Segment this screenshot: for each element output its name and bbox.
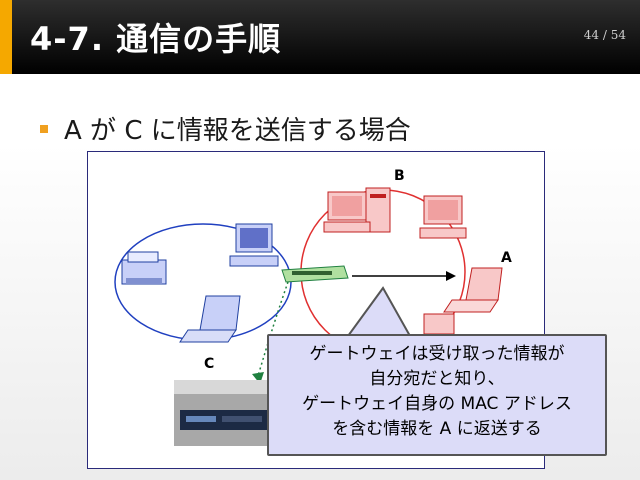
node-label-a: A — [501, 250, 512, 266]
gateway-router-icon — [281, 265, 349, 283]
laptop-a-icon — [443, 267, 503, 313]
network-diagram-graphic: B A C — [114, 168, 512, 446]
slide-header: 4-7. 通信の手順 44 / 54 — [0, 0, 640, 74]
header-accent-bar — [0, 0, 12, 74]
laptop-c-icon — [179, 295, 241, 343]
transfer-arrow-head — [446, 271, 456, 281]
callout-box: ゲートウェイは受け取った情報が 自分宛だと知り、 ゲートウェイ自身の MAC ア… — [267, 334, 607, 456]
callout-line: を含む情報を A に返送する — [332, 419, 542, 439]
bullet-marker — [40, 125, 48, 133]
callout-line: 自分宛だと知り、 — [369, 369, 505, 389]
desktop-pc-blue-icon — [229, 223, 279, 267]
gateway-device-photo — [174, 380, 270, 446]
callout-line: ゲートウェイは受け取った情報が — [309, 344, 565, 364]
desktop-pc-red-left-icon — [323, 191, 371, 233]
gateway-photo-pointer — [257, 281, 289, 377]
slide-title: 4-7. 通信の手順 — [30, 20, 282, 58]
printer-icon — [121, 251, 167, 285]
desktop-pc-red-right-icon — [419, 195, 467, 239]
node-label-b: B — [394, 168, 405, 184]
desktop-pc-red-bottom-icon — [423, 313, 455, 335]
node-label-c: C — [204, 356, 214, 372]
page-number: 44 / 54 — [583, 28, 626, 42]
callout-line: ゲートウェイ自身の MAC アドレス — [302, 394, 572, 414]
bullet-text: A が C に情報を送信する場合 — [64, 116, 411, 146]
